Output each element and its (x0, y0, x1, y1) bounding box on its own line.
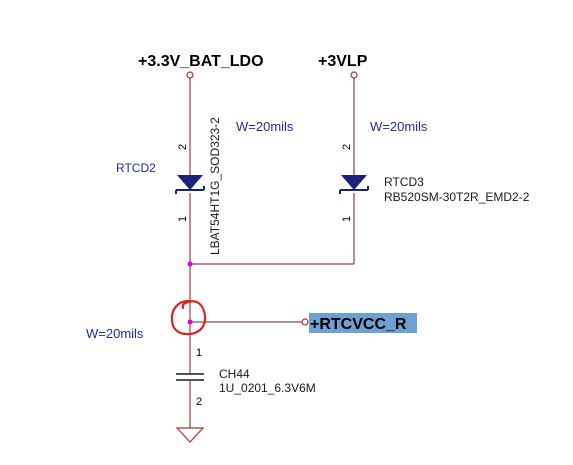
net-label-rtcvcc-highlight (309, 313, 417, 333)
net-label-rtcvcc: +RTCVCC_R (310, 316, 407, 333)
power-port-bat-ldo (186, 71, 194, 79)
diode-rtcd3-triangle (341, 175, 367, 190)
rtcd2-part: LBAT54HT1G_SOD323-2 (208, 117, 222, 255)
rtcd3-ref: RTCD3 (384, 175, 424, 189)
annotation-circle (170, 299, 207, 336)
ground-icon (175, 427, 205, 443)
junction-diodes (187, 261, 193, 267)
diode-rtcd2-triangle (177, 175, 203, 190)
rtcd3-part: RB520SM-30T2R_EMD2-2 (384, 190, 530, 204)
net-label-vlp: +3VLP (318, 53, 368, 70)
rtcd2-pin-top: 2 (177, 144, 189, 150)
rtcd3-pin-bottom: 1 (341, 216, 353, 222)
ch44-pin-bottom: 2 (196, 396, 202, 408)
port-rtcvcc (301, 318, 309, 326)
ch44-ref: CH44 (219, 367, 250, 381)
rtcd2-pin-bottom: 1 (177, 216, 189, 222)
diode-rtcd3[interactable] (339, 175, 369, 194)
rtcd2-ref: RTCD2 (116, 161, 156, 175)
net-label-bat-ldo: +3.3V_BAT_LDO (138, 53, 264, 70)
diode-rtcd2[interactable] (175, 175, 205, 194)
ch44-value: 1U_0201_6.3V6M (219, 381, 316, 395)
width-annotation-node: W=20mils (86, 326, 144, 341)
width-annotation-right: W=20mils (370, 119, 428, 134)
rtcd3-pin-top: 2 (341, 144, 353, 150)
junction-rtcvcc (187, 319, 193, 325)
power-port-vlp (350, 71, 358, 79)
ch44-pin-top: 1 (196, 347, 202, 359)
width-annotation-left: W=20mils (236, 119, 294, 134)
capacitor-ch44[interactable] (176, 373, 204, 381)
